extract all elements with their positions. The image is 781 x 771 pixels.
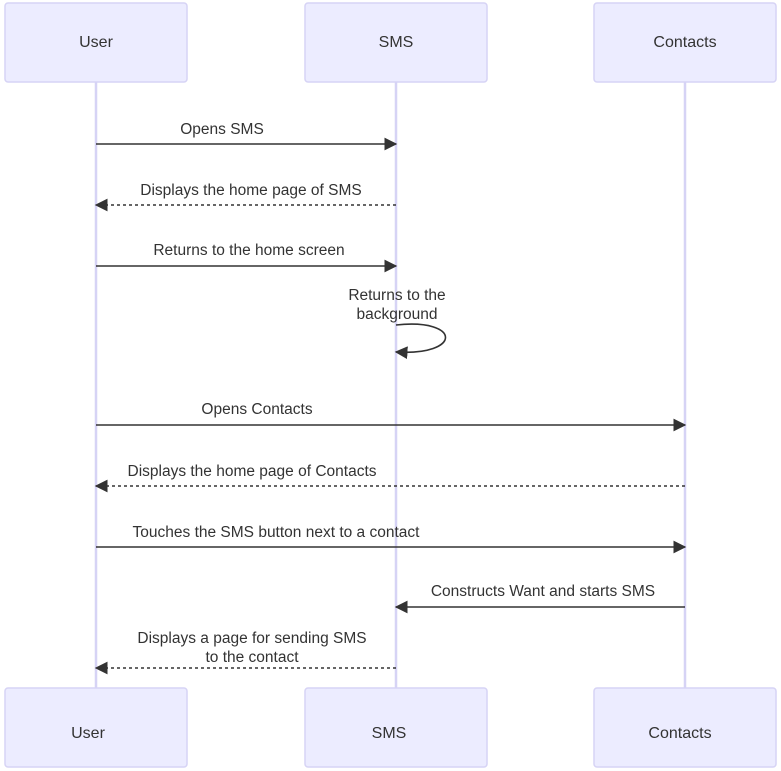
message-label: Returns to the home screen xyxy=(153,242,344,259)
message-label: Displays a page for sending SMS xyxy=(137,630,366,647)
message-arrow xyxy=(394,323,447,360)
message-label: Returns to the xyxy=(348,287,445,304)
actor-bottom-user: User xyxy=(4,687,188,768)
message-label: Opens SMS xyxy=(180,121,264,138)
actor-label: SMS xyxy=(372,725,407,742)
actor-bottom-sms: SMS xyxy=(304,687,488,768)
actor-label: User xyxy=(79,34,113,51)
message-displays-home-sms: Displays the home page of SMS xyxy=(94,182,396,212)
actor-label: Contacts xyxy=(653,34,716,51)
actor-top-contacts: Contacts xyxy=(593,2,777,83)
actor-label: User xyxy=(71,725,105,742)
message-label: to the contact xyxy=(205,649,299,666)
actor-label: SMS xyxy=(379,34,414,51)
actor-label: Contacts xyxy=(648,725,711,742)
message-displays-send-page: Displays a page for sending SMS to the c… xyxy=(94,630,396,675)
message-label: Displays the home page of SMS xyxy=(140,182,361,199)
message-opens-sms: Opens SMS xyxy=(96,121,398,151)
message-opens-contacts: Opens Contacts xyxy=(96,401,687,432)
message-returns-background: Returns to the background xyxy=(348,287,447,360)
message-label: background xyxy=(356,306,437,323)
message-constructs-want: Constructs Want and starts SMS xyxy=(394,583,685,614)
message-label: Constructs Want and starts SMS xyxy=(431,583,655,600)
message-label: Touches the SMS button next to a contact xyxy=(133,524,421,541)
message-label: Displays the home page of Contacts xyxy=(128,463,377,480)
message-displays-home-contacts: Displays the home page of Contacts xyxy=(94,463,685,493)
message-returns-home-screen: Returns to the home screen xyxy=(96,242,398,273)
actor-top-sms: SMS xyxy=(304,2,488,83)
message-label: Opens Contacts xyxy=(201,401,312,418)
message-touches-sms-button: Touches the SMS button next to a contact xyxy=(96,524,687,554)
actor-top-user: User xyxy=(4,2,188,83)
actor-bottom-contacts: Contacts xyxy=(593,687,777,768)
